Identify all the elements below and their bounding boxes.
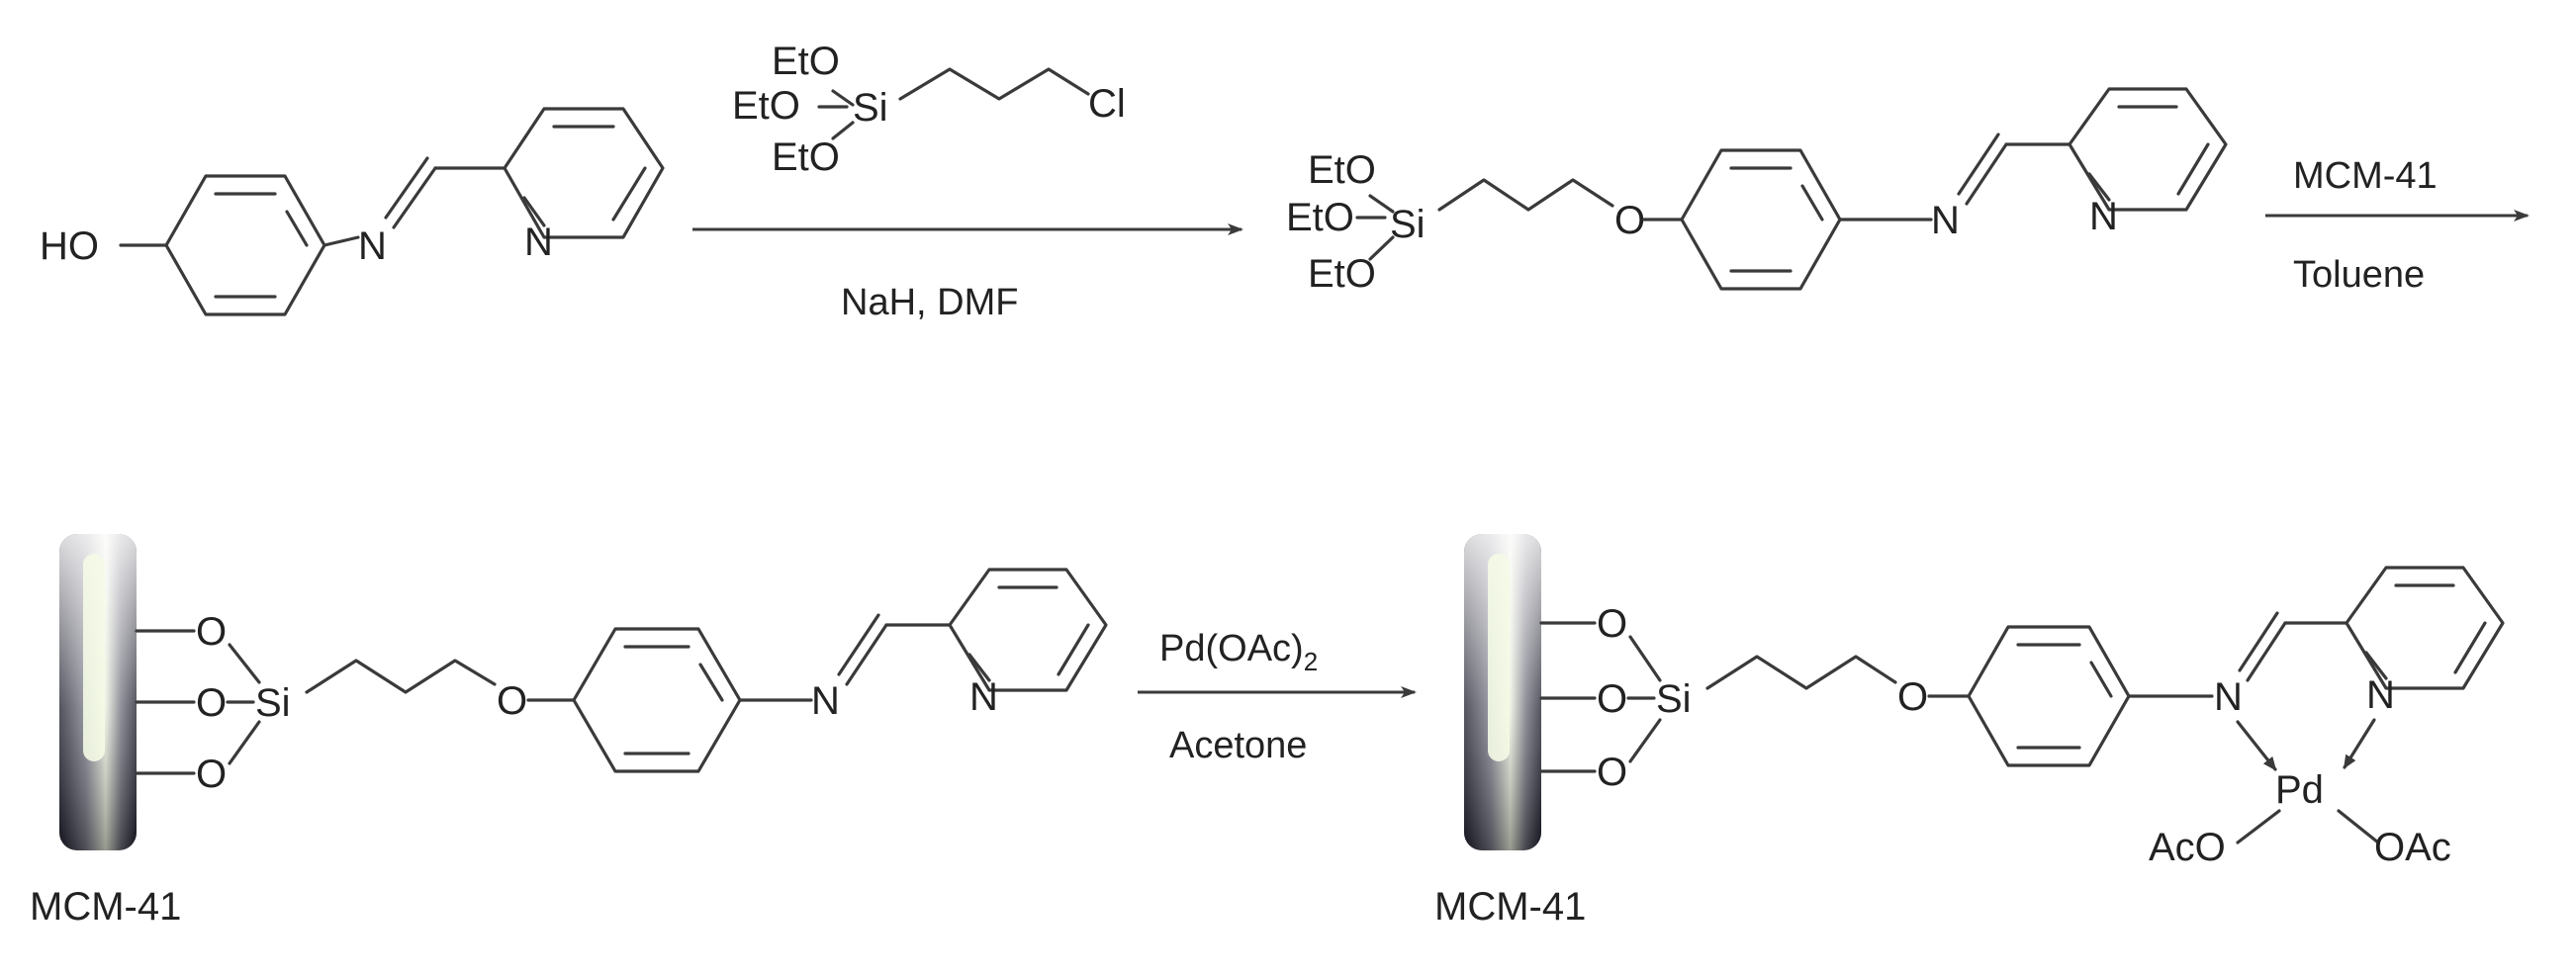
pyridine-nitrogen-label: N xyxy=(969,675,998,719)
surface-oxygen-1: O xyxy=(196,610,227,654)
pyridine-nitrogen-label: N xyxy=(2089,195,2118,238)
step3-reagent: Pd(OAc)2 xyxy=(1159,628,1318,676)
silicon-label: Si xyxy=(853,86,888,130)
pyridine-nitrogen-label: N xyxy=(524,221,553,264)
ethoxy-label-1: EtO xyxy=(772,40,840,83)
ethoxy-label-3: EtO xyxy=(1308,252,1376,296)
step3-solvent: Acetone xyxy=(1169,725,1307,766)
ether-oxygen-label: O xyxy=(1897,675,1928,719)
step2-solvent: Toluene xyxy=(2293,254,2425,296)
surface-oxygen-2: O xyxy=(196,681,227,725)
imine-nitrogen-label: N xyxy=(1931,199,1960,242)
ethoxy-label-2: EtO xyxy=(1286,196,1354,239)
hydroxyl-label: HO xyxy=(40,224,99,268)
imine-nitrogen-label: N xyxy=(358,224,387,268)
chlorine-label: Cl xyxy=(1088,82,1126,126)
step1-conditions: NaH, DMF xyxy=(841,282,1018,323)
acetate-left-label: AcO xyxy=(2149,826,2226,869)
support-label: MCM-41 xyxy=(30,885,181,929)
palladium-label: Pd xyxy=(2275,768,2324,812)
imine-nitrogen-label: N xyxy=(2214,675,2243,719)
palladium-complex-product: O O O Si O N N Pd AcO OAc MCM-41 xyxy=(1434,534,2505,929)
ether-oxygen-label: O xyxy=(1614,199,1645,242)
step2-reagent: MCM-41 xyxy=(2293,155,2438,197)
silicon-label: Si xyxy=(1390,203,1426,246)
surface-oxygen-2: O xyxy=(1597,677,1627,721)
support-label: MCM-41 xyxy=(1434,885,1586,929)
imine-nitrogen-label: N xyxy=(811,679,840,723)
surface-oxygen-3: O xyxy=(196,753,227,796)
mcm41-support-rod-2 xyxy=(1464,534,1541,850)
acetate-right-label: OAc xyxy=(2374,826,2451,869)
ethoxy-label-1: EtO xyxy=(1308,148,1376,192)
starting-material: HO N N xyxy=(40,107,665,316)
ethoxy-label-3: EtO xyxy=(772,135,840,179)
silicon-label: Si xyxy=(255,681,291,725)
mcm41-support-rod-1 xyxy=(59,534,137,850)
ether-oxygen-label: O xyxy=(497,679,527,723)
supported-ligand: O O O Si O N N MCM-41 xyxy=(30,534,1108,929)
pyridine-nitrogen-label: N xyxy=(2366,673,2395,717)
surface-oxygen-1: O xyxy=(1597,602,1627,646)
silicon-label: Si xyxy=(1656,677,1692,721)
silane-reagent: EtO EtO EtO Si Cl xyxy=(732,40,1126,179)
ethoxy-label-2: EtO xyxy=(732,84,800,128)
surface-oxygen-3: O xyxy=(1597,751,1627,794)
silylated-intermediate: EtO EtO EtO Si O N N xyxy=(1286,87,2228,296)
